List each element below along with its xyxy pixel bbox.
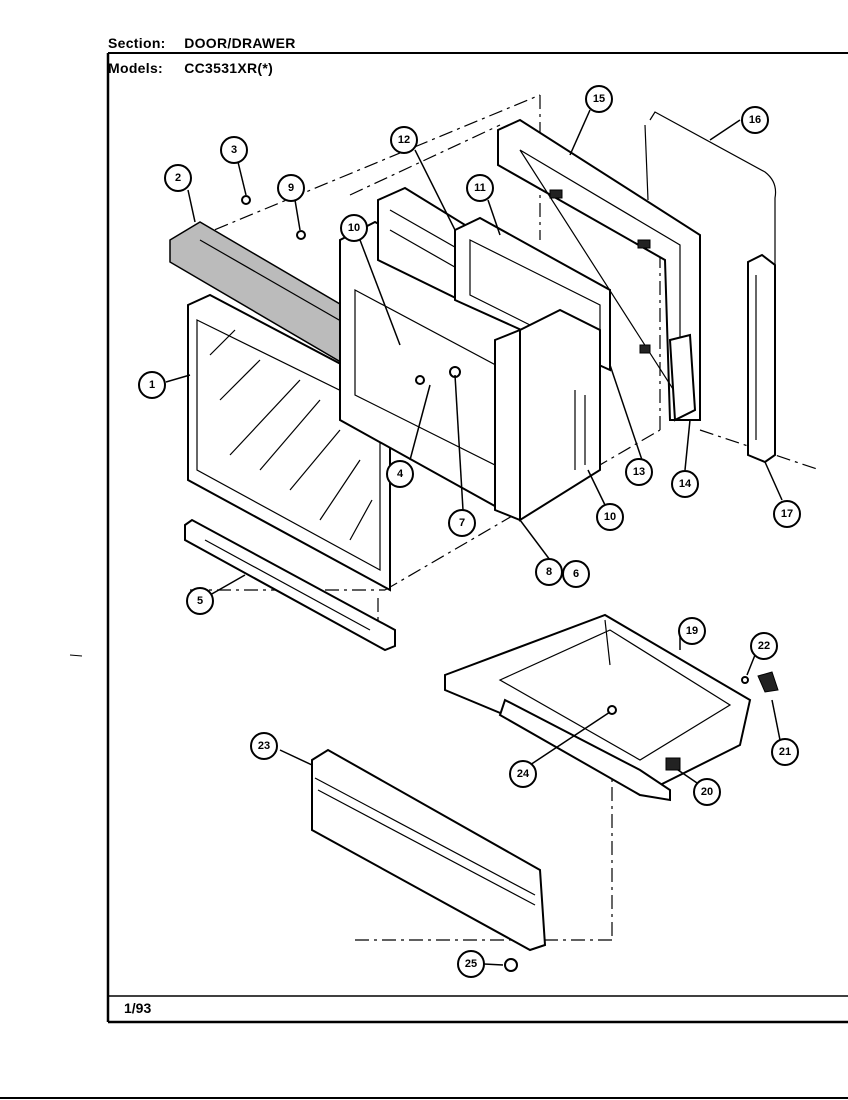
- callout-9: 9: [277, 174, 305, 202]
- callout-7: 7: [448, 509, 476, 537]
- section-label: Section:: [108, 35, 166, 51]
- leader-lines: [165, 109, 783, 966]
- callout-5: 5: [186, 587, 214, 615]
- svg-text:8: 8: [546, 566, 552, 578]
- svg-text:6: 6: [573, 568, 579, 580]
- svg-text:1: 1: [149, 379, 155, 391]
- callout-24: 24: [509, 760, 537, 788]
- drawer-front: [311, 748, 547, 952]
- door-gasket: [644, 111, 777, 290]
- callout-13: 13: [625, 458, 653, 486]
- callout-2: 2: [164, 164, 192, 192]
- svg-text:19: 19: [686, 625, 698, 637]
- svg-text:17: 17: [781, 508, 793, 520]
- hinge-bracket: [668, 333, 697, 422]
- models-label: Models:: [108, 60, 163, 76]
- svg-text:9: 9: [288, 182, 294, 194]
- footer-date: 1/93: [124, 1000, 152, 1016]
- svg-text:21: 21: [779, 746, 791, 758]
- callout-1: 1: [138, 371, 166, 399]
- callout-11: 11: [466, 174, 494, 202]
- callout-12: 12: [390, 126, 418, 154]
- bottom-trim: [184, 518, 396, 652]
- callout-16: 16: [741, 106, 769, 134]
- svg-text:11: 11: [474, 182, 486, 194]
- svg-text:12: 12: [398, 134, 410, 146]
- callout-3: 3: [220, 136, 248, 164]
- callout-14: 14: [671, 470, 699, 498]
- svg-text:2: 2: [175, 172, 181, 184]
- models-value: CC3531XR(*): [184, 60, 274, 76]
- callout-22: 22: [750, 632, 778, 660]
- svg-text:10: 10: [348, 222, 360, 234]
- svg-text:23: 23: [258, 740, 270, 752]
- callout-8: 8: [535, 558, 563, 586]
- callout-17: 17: [773, 500, 801, 528]
- side-panel: [747, 253, 776, 464]
- drawer-body: [444, 613, 752, 802]
- assembly-outline: [189, 94, 821, 941]
- svg-text:15: 15: [593, 93, 605, 105]
- callout-20: 20: [693, 778, 721, 806]
- callout-23: 23: [250, 732, 278, 760]
- svg-text:14: 14: [679, 478, 692, 490]
- callout-21: 21: [771, 738, 799, 766]
- svg-text:25: 25: [465, 958, 477, 970]
- svg-text:3: 3: [231, 144, 237, 156]
- callout-15: 15: [585, 85, 613, 113]
- callout-4: 4: [386, 460, 414, 488]
- svg-text:5: 5: [197, 595, 203, 607]
- svg-text:20: 20: [701, 786, 713, 798]
- svg-text:7: 7: [459, 517, 465, 529]
- svg-text:4: 4: [397, 468, 404, 480]
- page-frame: [0, 52, 848, 1099]
- callout-25: 25: [457, 950, 485, 978]
- callout-6: 6: [562, 560, 590, 588]
- svg-text:16: 16: [749, 114, 761, 126]
- svg-text:10: 10: [604, 511, 616, 523]
- svg-text:13: 13: [633, 466, 645, 478]
- section-header: Section: DOOR/DRAWER: [108, 35, 296, 51]
- callout-10b: 10: [596, 503, 624, 531]
- svg-text:22: 22: [758, 640, 770, 652]
- door-liner: [519, 308, 601, 522]
- svg-text:24: 24: [517, 768, 530, 780]
- small-parts: [241, 195, 779, 972]
- section-value: DOOR/DRAWER: [184, 35, 296, 51]
- callout-19: 19: [678, 617, 706, 645]
- callout-10a: 10: [340, 214, 368, 242]
- models-header: Models: CC3531XR(*): [108, 60, 273, 76]
